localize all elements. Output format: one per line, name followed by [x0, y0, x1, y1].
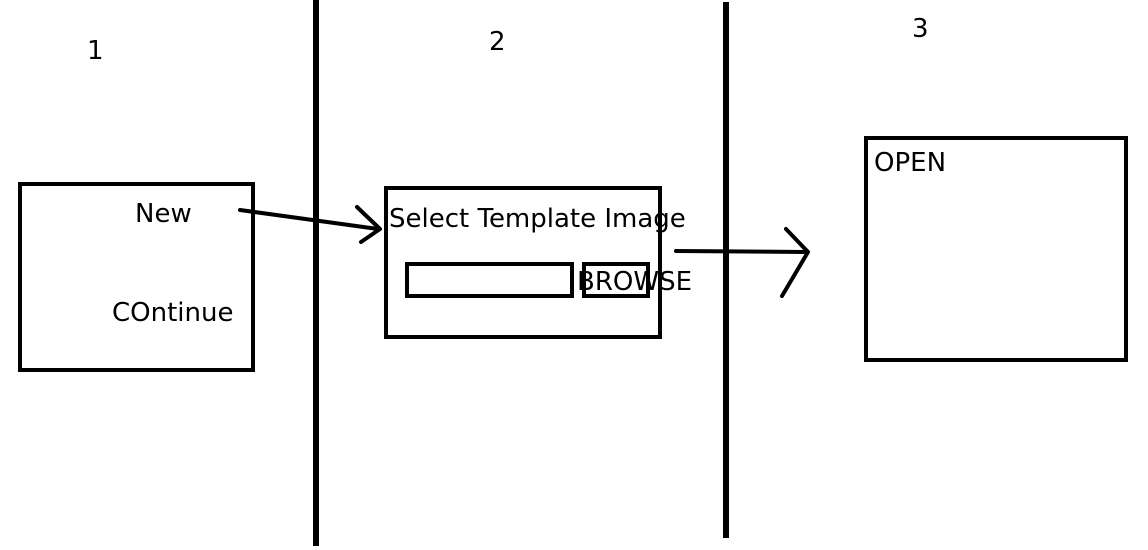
screen-3-window [864, 136, 1128, 362]
screen-1-window [18, 182, 255, 372]
select-template-title: Select Template Image [389, 204, 686, 234]
step-number-1: 1 [87, 36, 104, 66]
template-path-input[interactable] [405, 262, 574, 298]
open-label: OPEN [874, 148, 947, 178]
browse-button[interactable] [582, 262, 650, 298]
continue-button[interactable]: COntinue [112, 298, 234, 328]
divider-1-2 [313, 0, 319, 546]
browse-label: BROWSE [577, 267, 693, 297]
step-number-3: 3 [912, 14, 929, 44]
new-button[interactable]: New [135, 199, 192, 229]
divider-2-3 [723, 2, 729, 538]
step-number-2: 2 [489, 27, 506, 57]
